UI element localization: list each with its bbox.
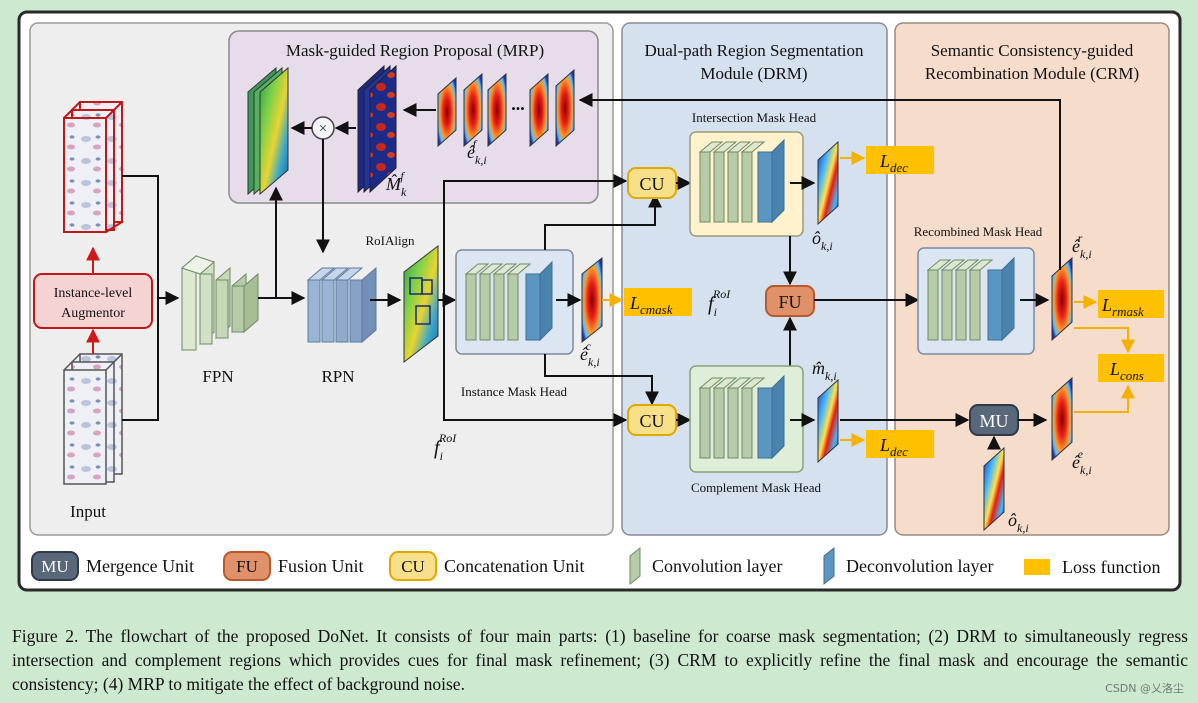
- cu-top-label: CU: [639, 174, 664, 194]
- loss-cons: Lcons: [1098, 354, 1164, 383]
- fu-label: FU: [778, 292, 801, 312]
- fpn-block: [181, 254, 259, 352]
- legend-loss-text: Loss function: [1062, 557, 1161, 577]
- loss-dec-bottom: Ldec: [866, 430, 934, 459]
- legend-cu-text: Concatenation Unit: [444, 556, 584, 576]
- svg-text:êk,ie: êk,ie: [1072, 447, 1092, 477]
- mu-label: MU: [979, 411, 1008, 431]
- symbol-m-hat: m̂k,i: [812, 358, 837, 383]
- intersection-head-label: Intersection Mask Head: [692, 110, 817, 125]
- input-label: Input: [70, 502, 106, 521]
- legend-loss-swatch: [1024, 559, 1050, 575]
- heatmap-row-mrp: [437, 68, 575, 148]
- legend-deconv-swatch: [823, 546, 835, 586]
- augmented-image-stack: [63, 101, 123, 233]
- loss-dec-top: Ldec: [866, 146, 934, 175]
- symbol-o-low: ôk,i: [1008, 510, 1029, 535]
- legend-fu-text: Fusion Unit: [278, 556, 364, 576]
- watermark: CSDN @乂洛尘: [1105, 682, 1184, 695]
- legend-conv-text: Convolution layer: [652, 556, 782, 576]
- instance-mask-head-label: Instance Mask Head: [461, 384, 568, 399]
- augmentor-label-line2: Augmentor: [61, 306, 125, 321]
- legend-mu-tag: MU: [41, 557, 68, 576]
- svg-text:M̂kf: M̂kf: [385, 169, 407, 199]
- augmented-to-fpn-arrow: [122, 175, 180, 305]
- symbol-e-r: êk,ir: [1072, 231, 1092, 261]
- instance-to-cu-top-arrow: [544, 193, 662, 250]
- svg-text:fiRoI: fiRoI: [434, 431, 457, 463]
- symbol-f-roi-mid: fiRoI: [708, 287, 731, 319]
- ellipsis: ...: [511, 94, 525, 114]
- heatmap-o-intersection: [817, 140, 839, 226]
- svg-text:fiRoI: fiRoI: [708, 287, 731, 319]
- augmentor-label-line1: Instance-level: [54, 286, 133, 301]
- symbol-e-f: êk,if: [467, 137, 487, 167]
- roialign-label: RoIAlign: [365, 233, 415, 248]
- donet-flowchart: Mask-guided Region Proposal (MRP) Dual-p…: [17, 10, 1182, 592]
- svg-text:êk,ic: êk,ic: [580, 339, 600, 369]
- complement-head-layers: [698, 374, 785, 460]
- instance-head-layers: [464, 260, 553, 342]
- svg-text:Lcmask: Lcmask: [629, 293, 673, 317]
- svg-text:Lrmask: Lrmask: [1101, 295, 1144, 319]
- intersection-head-layers: [698, 138, 785, 224]
- roi-to-cu-top-arrow: [443, 174, 628, 300]
- heatmap-e-e: [1051, 376, 1073, 462]
- multiply-icon: ×: [319, 121, 327, 137]
- loss-cmask: Lcmask: [624, 288, 692, 317]
- symbol-m-f: M̂kf: [385, 169, 407, 199]
- fpn-label: FPN: [202, 367, 233, 386]
- crm-title-line2: Recombination Module (CRM): [925, 64, 1139, 83]
- svg-text:ôk,i: ôk,i: [812, 228, 833, 253]
- heatmap-e-r: [1051, 256, 1073, 342]
- loss-rmask: Lrmask: [1098, 290, 1164, 319]
- instance-to-cu-bottom-arrow: [544, 354, 659, 406]
- heatmap-m-hat: [817, 378, 839, 464]
- rpn-label: RPN: [321, 367, 354, 386]
- cu-bottom-label: CU: [639, 411, 664, 431]
- ee-to-cons-arrow: [1074, 384, 1135, 413]
- crm-title-line1: Semantic Consistency-guided: [931, 41, 1134, 60]
- svg-text:Ldec: Ldec: [879, 435, 908, 459]
- svg-text:ôk,i: ôk,i: [1008, 510, 1029, 535]
- symbol-e-e: êk,ie: [1072, 447, 1092, 477]
- feedback-to-mrp-arrow: [578, 93, 1061, 270]
- heatmap-o-low: [983, 446, 1005, 532]
- svg-text:m̂k,i: m̂k,i: [812, 358, 837, 383]
- svg-text:Ldec: Ldec: [879, 151, 908, 175]
- roialign-featuremap: [403, 244, 439, 364]
- legend: MU Mergence Unit FU Fusion Unit CU Conca…: [31, 546, 1161, 586]
- input-image-stack: [63, 353, 123, 485]
- legend-cu-swatch: [389, 551, 437, 581]
- recombined-head-label: Recombined Mask Head: [914, 224, 1043, 239]
- er-to-cons-arrow: [1074, 327, 1135, 354]
- symbol-f-roi-low: fiRoI: [434, 431, 457, 463]
- svg-text:Lcons: Lcons: [1109, 359, 1144, 383]
- svg-text:êk,if: êk,if: [467, 137, 487, 167]
- recombined-head-layers: [926, 256, 1015, 342]
- legend-fu-tag: FU: [236, 557, 258, 576]
- heatmap-e-c: [581, 256, 603, 344]
- legend-conv-swatch: [629, 546, 641, 586]
- legend-deconv-text: Deconvolution layer: [846, 556, 993, 576]
- figure-caption: Figure 2. The flowchart of the proposed …: [12, 626, 1188, 694]
- symbol-e-c: êk,ic: [580, 339, 600, 369]
- rpn-block: [306, 266, 377, 344]
- feature-map-stack: [247, 66, 289, 196]
- drm-title-line2: Module (DRM): [700, 64, 807, 83]
- legend-mu-text: Mergence Unit: [86, 556, 194, 576]
- input-to-fpn-line: [122, 298, 159, 421]
- legend-cu-tag: CU: [401, 557, 425, 576]
- drm-title-line1: Dual-path Region Segmentation: [644, 41, 864, 60]
- complement-head-label: Complement Mask Head: [691, 480, 821, 495]
- legend-mu-swatch: [31, 551, 79, 581]
- svg-text:êk,ir: êk,ir: [1072, 231, 1092, 261]
- legend-fu-swatch: [223, 551, 271, 581]
- symbol-o-intersection: ôk,i: [812, 228, 833, 253]
- mrp-title: Mask-guided Region Proposal (MRP): [286, 41, 544, 60]
- roi-to-cu-bottom-arrow: [443, 300, 628, 427]
- mask-map-stack: [357, 64, 397, 194]
